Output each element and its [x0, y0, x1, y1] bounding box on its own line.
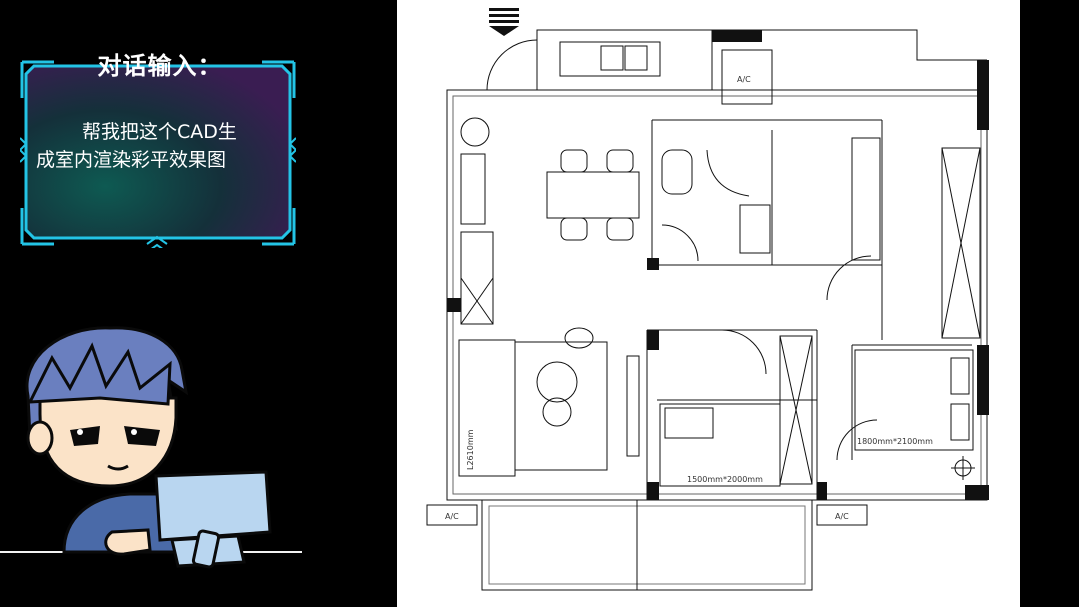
dialog-text: 帮我把这个CAD生 成室内渲染彩平效果图 [36, 118, 286, 174]
avatar-illustration [0, 326, 302, 569]
north-arrow-icon [951, 456, 975, 480]
dialog-line-2: 成室内渲染彩平效果图 [36, 149, 227, 171]
ac-bottom-right: A/C [835, 512, 849, 521]
dim-sofa: L2610mm [466, 429, 475, 470]
dialog-frame [20, 60, 296, 248]
dialog-line-1: 帮我把这个CAD生 [82, 121, 237, 143]
right-margin [1020, 0, 1079, 607]
cad-floor-plan: 1800mm*2100mm 1500mm*2000mm L2610mm A/C … [397, 0, 1020, 607]
entrance-marker-icon [489, 8, 519, 36]
ac-top: A/C [737, 75, 751, 84]
dim-bed2: 1500mm*2000mm [687, 475, 763, 484]
dialog-title: 对话输入： [97, 52, 223, 80]
ac-bottom-left: A/C [445, 512, 459, 521]
dim-bed1: 1800mm*2100mm [857, 437, 933, 446]
phone-icon [191, 529, 221, 569]
left-panel: 对话输入： 帮我把这个CAD生 成室内渲染彩平效果图 [0, 0, 397, 607]
